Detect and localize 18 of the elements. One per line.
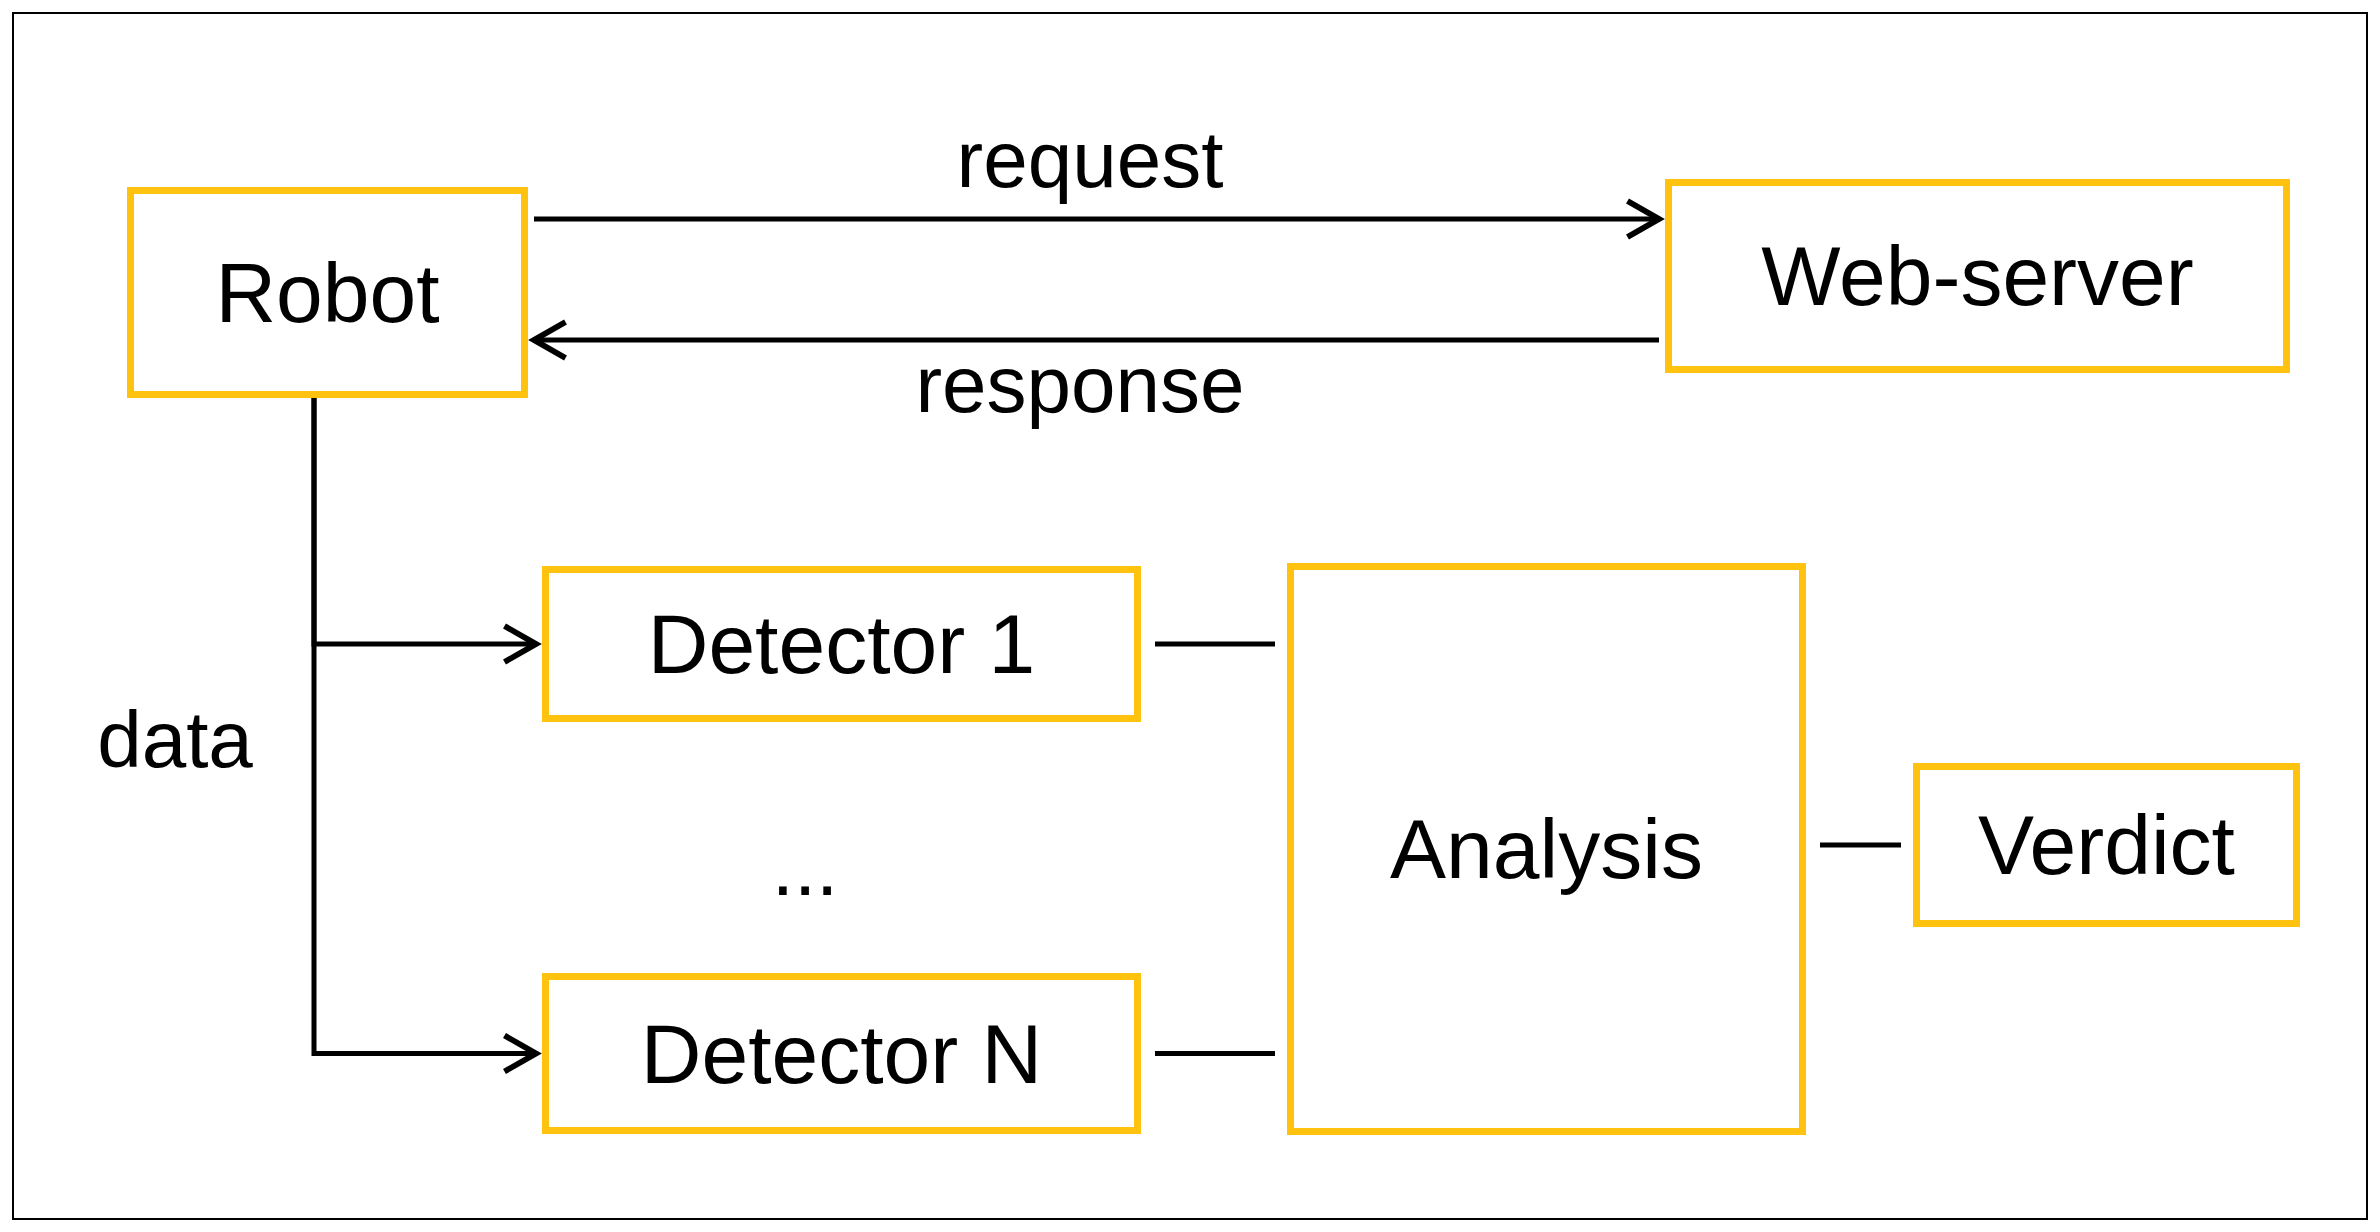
- process-box: [1913, 763, 2300, 927]
- box-label: Robot: [215, 250, 440, 335]
- connector-line: [1155, 641, 1275, 647]
- arrow: [534, 198, 1662, 240]
- arrow: [311, 398, 539, 1075]
- process-box: [542, 973, 1141, 1134]
- process-box: [1287, 563, 1806, 1135]
- ellipsis-label: ...: [771, 828, 839, 908]
- box-label: Detector 1: [647, 602, 1036, 686]
- connector-line: [1155, 1051, 1275, 1056]
- process-box: [542, 566, 1141, 722]
- box-label: Verdict: [1978, 803, 2235, 887]
- arrow: [531, 319, 1659, 361]
- box-label: Detector N: [640, 1011, 1043, 1096]
- box-label: Web-server: [1761, 234, 2194, 318]
- process-box: [127, 187, 528, 398]
- process-box: [1665, 179, 2290, 373]
- connector-line: [1820, 842, 1901, 848]
